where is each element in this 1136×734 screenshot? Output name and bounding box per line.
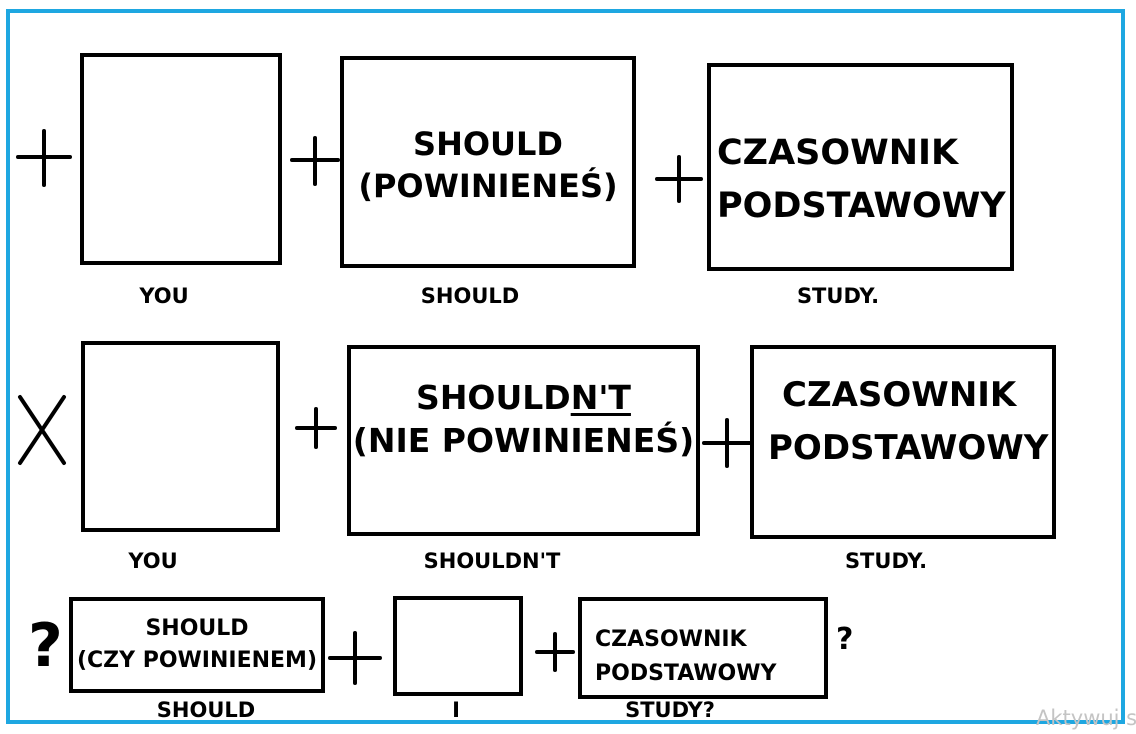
cross-sign-icon	[18, 395, 66, 465]
subject-box	[393, 596, 523, 696]
modal-verb-line: SHOULD	[145, 616, 249, 642]
modal-verb-box: SHOULD (POWINIENEŚ)	[340, 56, 636, 268]
caption-verb: STUDY.	[796, 284, 880, 308]
question-mark: ?	[28, 611, 63, 681]
caption-subject: YOU	[139, 284, 189, 308]
base-verb-box: CZASOWNIK PODSTAWOWY	[750, 345, 1056, 539]
caption-modal: SHOULDN'T	[423, 549, 561, 573]
caption-modal: SHOULD	[156, 698, 256, 722]
subject-box	[80, 53, 282, 265]
modal-translation-line: (POWINIENEŚ)	[358, 167, 618, 205]
plus-sign-icon	[328, 631, 382, 685]
base-verb-line: CZASOWNIK	[595, 627, 747, 652]
question-mark-end: ?	[836, 622, 854, 657]
caption-modal: SHOULD	[420, 284, 520, 308]
modal-verb-box: SHOULDN'T (NIE POWINIENEŚ)	[347, 345, 700, 536]
plus-sign-icon	[16, 129, 72, 187]
modal-translation-line: (NIE POWINIENEŚ)	[352, 420, 695, 460]
caption-subject: I	[452, 698, 460, 722]
base-verb-line: PODSTAWOWY	[595, 661, 777, 687]
subject-box	[81, 341, 280, 532]
modal-verb-box: SHOULD (CZY POWINIENEM)	[69, 597, 325, 693]
modal-translation-line: (CZY POWINIENEM)	[76, 648, 318, 673]
modal-verb-line: SHOULD	[413, 125, 563, 164]
caption-subject: YOU	[128, 549, 178, 573]
plus-sign-icon	[535, 632, 575, 672]
base-verb-line: CZASOWNIK	[717, 133, 959, 173]
caption-verb: STUDY?	[625, 698, 715, 722]
base-verb-box: CZASOWNIK PODSTAWOWY	[578, 597, 828, 699]
activation-watermark: Aktywuj s	[1036, 706, 1136, 730]
base-verb-line: PODSTAWOWY	[768, 427, 1049, 468]
base-verb-line: PODSTAWOWY	[717, 185, 1006, 226]
negation-underlined: N'T	[570, 378, 631, 417]
plus-sign-icon	[702, 418, 752, 468]
modal-verb-main: SHOULD	[416, 378, 571, 417]
caption-verb: STUDY.	[844, 549, 928, 573]
plus-sign-icon	[295, 407, 337, 449]
plus-sign-icon	[290, 136, 340, 186]
diagram-frame	[6, 9, 1125, 724]
base-verb-box: CZASOWNIK PODSTAWOWY	[707, 63, 1014, 271]
modal-verb-line: SHOULDN'T	[353, 377, 694, 420]
base-verb-line: CZASOWNIK	[782, 375, 1017, 415]
plus-sign-icon	[655, 155, 703, 203]
